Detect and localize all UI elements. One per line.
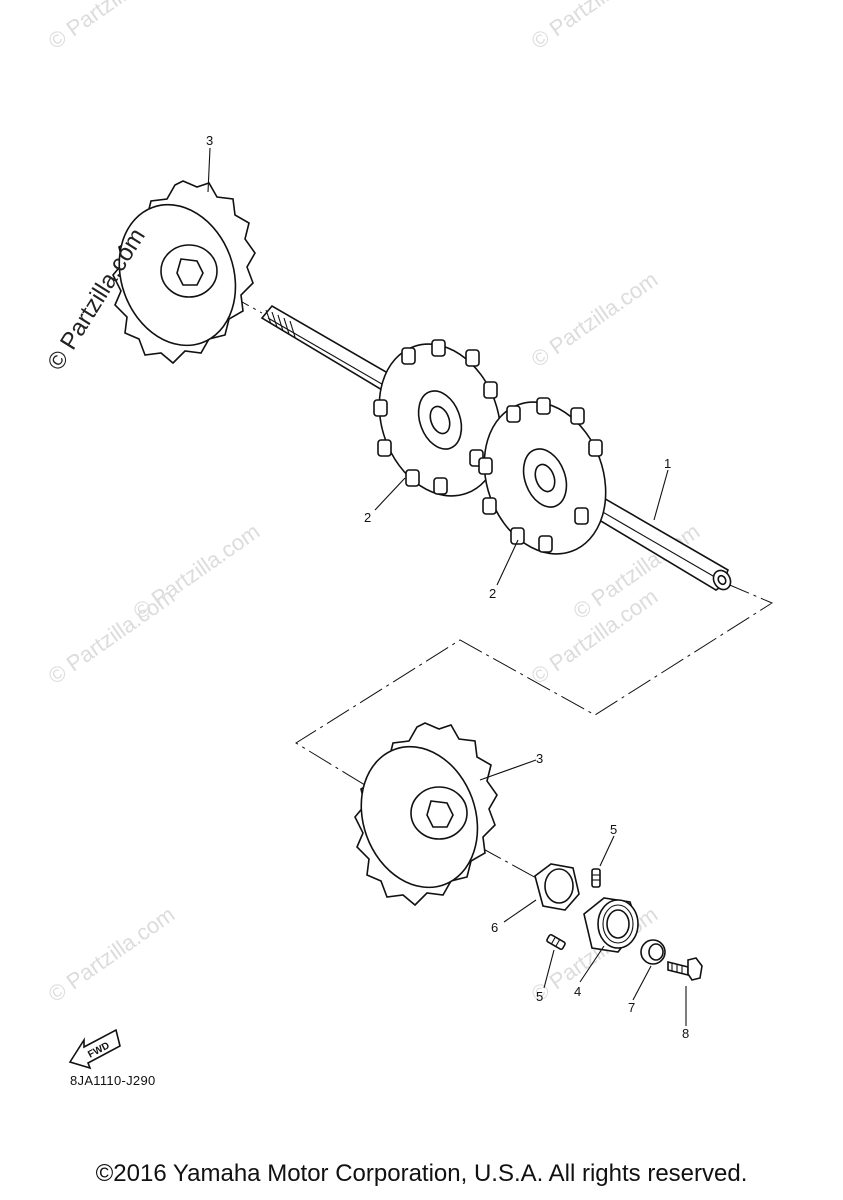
callout-track-sprocket: 2 — [489, 586, 496, 601]
callout-nut: 7 — [628, 1000, 635, 1015]
callout-end-sprocket: 3 — [536, 751, 543, 766]
assembly-lines — [225, 292, 774, 881]
assembly-line — [295, 582, 774, 841]
end-sprocket — [354, 722, 498, 907]
set-screw — [591, 868, 601, 888]
collar — [534, 863, 580, 911]
callout-shaft: 1 — [664, 456, 671, 471]
watermark: © Partzilla.com — [44, 0, 180, 54]
callout-bolt: 8 — [682, 1026, 689, 1041]
callout-collar: 6 — [491, 920, 498, 935]
callout-set-screw: 5 — [536, 989, 543, 1004]
bearing — [583, 897, 639, 953]
assembly-line — [477, 845, 541, 881]
nut — [640, 939, 666, 965]
watermark: © Partzilla.com — [527, 0, 663, 54]
copyright-footer: ©2016 Yamaha Motor Corporation, U.S.A. A… — [95, 1160, 748, 1187]
callout-bearing: 4 — [574, 984, 581, 999]
callout-set-screw: 5 — [610, 822, 617, 837]
callout-track-sprocket: 2 — [364, 510, 371, 525]
end-sprocket — [112, 180, 256, 365]
watermark: © Partzilla.com — [129, 519, 265, 625]
part-code: 8JA1110-J290 — [70, 1073, 156, 1088]
track-sprocket — [478, 397, 607, 555]
watermark: © Partzilla.com — [44, 902, 180, 1008]
fwd-arrow-icon: FWD — [68, 1028, 121, 1070]
track-sprocket — [373, 339, 502, 497]
bolt — [667, 957, 703, 981]
callout-end-sprocket: 3 — [206, 133, 213, 148]
set-screw — [546, 933, 566, 951]
watermark: © Partzilla.com — [527, 267, 663, 373]
leader-lines — [207, 147, 687, 1026]
callout-labels: 1 2 2 3 3 4 5 5 6 7 8 — [206, 133, 689, 1041]
